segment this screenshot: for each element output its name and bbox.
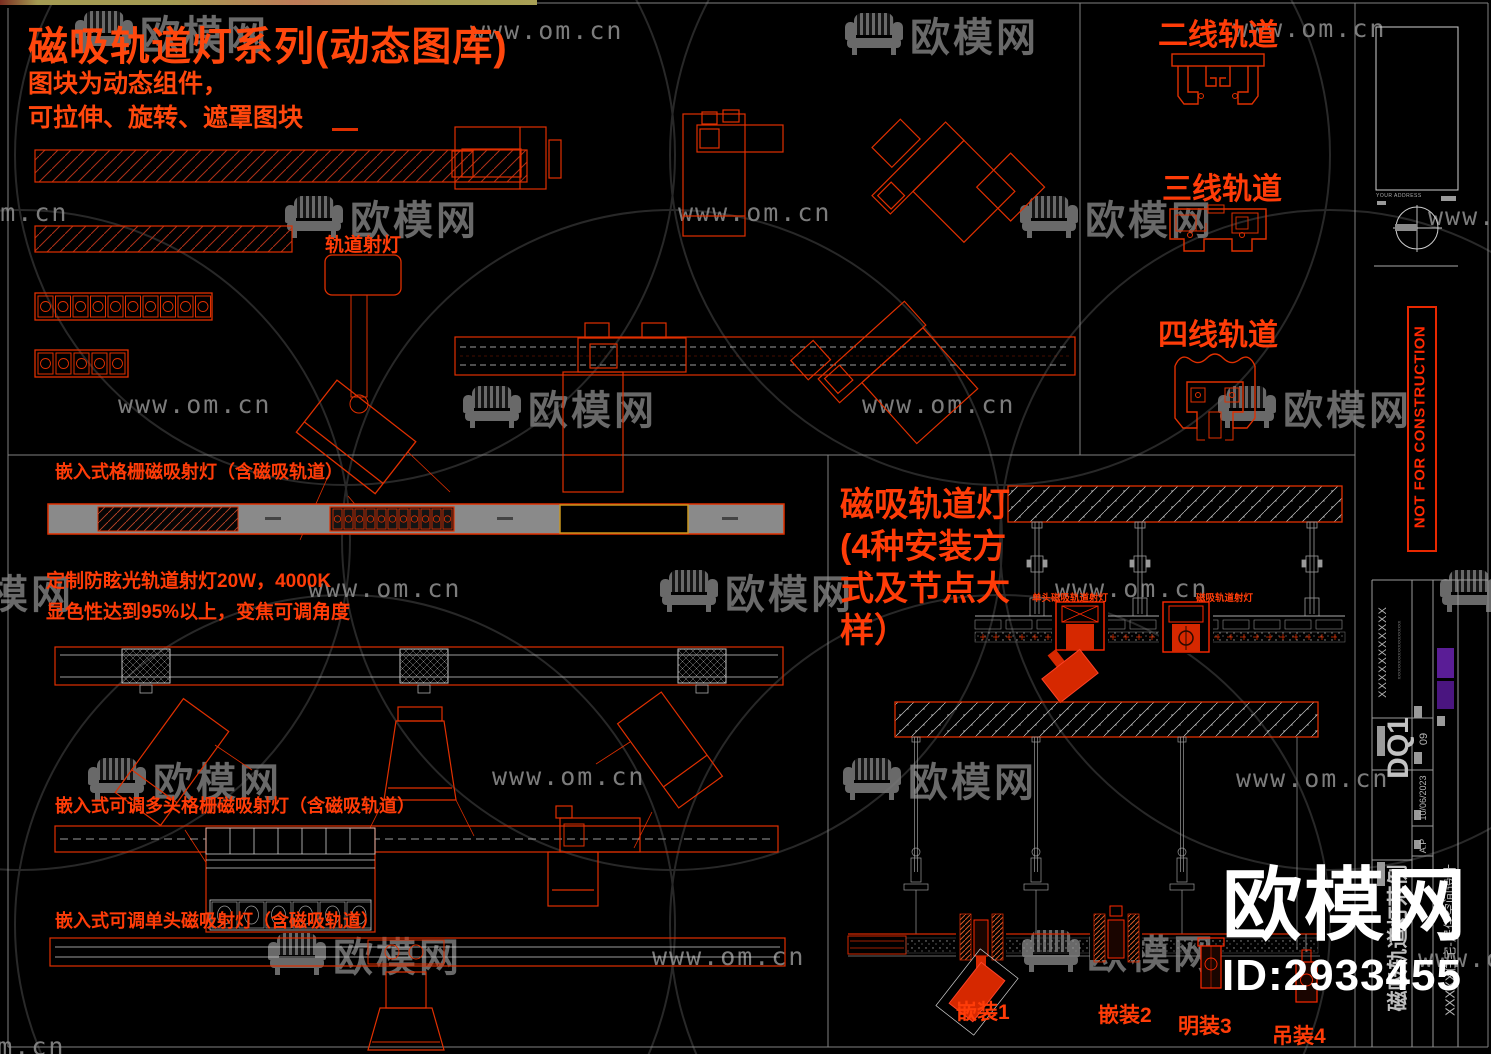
not-for-construction-text: NOT FOR CONSTRUCTION — [1411, 325, 1429, 529]
plan-block-rotated — [871, 118, 1046, 244]
item3-singlehead-drawing — [49, 937, 786, 1051]
watermark-brand-text: 欧模网 — [910, 16, 1039, 60]
om-logo-watermark: 欧模网 — [1440, 562, 1491, 620]
watermark-brand-large: 欧模网 — [1222, 861, 1468, 950]
cursor-mark — [332, 128, 358, 131]
watermark-brand-text: 欧模网 — [333, 936, 462, 980]
right-title-line4: 样） — [840, 612, 908, 650]
install-label-1: 嵌装1 — [956, 1001, 1010, 1024]
om-logo-watermark: 欧模网 — [463, 378, 657, 436]
watermark-url-text: www.om.cn — [1236, 764, 1390, 793]
detail1-label-right: 磁吸轨道射灯 — [1196, 593, 1254, 604]
detail1-label-left: 单头磁吸轨道射灯 — [1032, 593, 1109, 604]
two-wire-section-drawing — [1171, 53, 1265, 105]
sofa-icon — [463, 386, 521, 428]
om-logo-watermark: 欧模网 — [843, 750, 1037, 808]
install-label-3: 明装3 — [1178, 1015, 1232, 1038]
company-name-x: XXXXXXXXXXX — [1377, 606, 1389, 698]
item-track-three-lights-drawing — [54, 646, 784, 865]
sofa-icon — [1020, 196, 1078, 238]
sofa-icon — [268, 933, 326, 975]
subtitle-line2: 可拉伸、旋转、遮罩图块 — [28, 104, 304, 132]
two-wire-label: 二线轨道 — [1158, 19, 1278, 52]
logo-placeholder-box — [1375, 26, 1459, 191]
watermark-url-text: www.om.cn — [862, 390, 1016, 419]
plan-track-long — [454, 300, 1076, 493]
sofa-icon — [845, 13, 903, 55]
om-white-watermark: 欧模网 ID:2933455 — [1222, 866, 1468, 998]
install-label-2: 嵌装2 — [1098, 1004, 1152, 1027]
sofa-icon — [843, 758, 901, 800]
track-spotlight-label: 轨道射灯 — [325, 235, 402, 256]
four-wire-label: 四线轨道 — [1158, 319, 1278, 352]
watermark-id: ID:2933455 — [1222, 951, 1462, 1000]
north-compass-icon — [1393, 205, 1442, 252]
watermark-url-text: www.om.cn — [652, 942, 806, 971]
drawing-author: A.P — [1418, 838, 1428, 854]
om-logo-watermark: 欧模网 — [1218, 378, 1412, 436]
spec-line2: 显色性达到95%以上，变焦可调角度 — [46, 602, 351, 623]
track-spotlight-drawing — [295, 254, 451, 541]
item2-title: 嵌入式可调多头格栅磁吸射灯（含磁吸轨道） — [55, 796, 415, 816]
spec-line1: 定制防眩光轨道射灯20W，4000K — [46, 571, 332, 592]
watermark-url-text: www.om.cn — [1428, 202, 1491, 231]
om-logo-watermark: 欧模网 — [268, 925, 462, 983]
titleblock-top — [1374, 26, 1459, 267]
watermark-url-text: www.om.cn — [0, 1032, 66, 1054]
watermark-brand-text: 欧模网 — [1087, 933, 1216, 977]
three-wire-section-drawing — [1169, 204, 1267, 252]
om-logo-watermark: 欧模网 — [1022, 922, 1216, 980]
watermark-brand-text: 欧模网 — [528, 389, 657, 433]
three-wire-label: 三线轨道 — [1162, 173, 1282, 206]
grille-strip-5 — [34, 349, 129, 378]
watermark-url-text: www.om.cn — [678, 198, 832, 227]
four-wire-section-drawing — [1174, 353, 1256, 441]
item3-title: 嵌入式可调单头磁吸射灯（含磁吸轨道） — [55, 911, 379, 931]
watermark-brand-text: 欧模网 — [908, 761, 1037, 805]
address-placeholder: YOUR ADDRESS — [1376, 193, 1422, 199]
company-info-x: XXXXXXXXXXXXXXXXXXXXXX — [1396, 620, 1402, 680]
item1-track-bar-drawing — [47, 503, 785, 535]
om-logo-watermark: 欧模网 — [845, 5, 1039, 63]
plan-block-horizontal — [451, 126, 562, 190]
subtitle-line1: 图块为动态组件， — [28, 70, 229, 98]
item1-title: 嵌入式格栅磁吸射灯（含磁吸轨道） — [55, 462, 343, 482]
sofa-icon — [1022, 930, 1080, 972]
watermark-url-text: www.om.cn — [118, 390, 272, 419]
watermark-brand-text: 欧模网 — [1283, 389, 1412, 433]
watermark-brand-text: 欧模网 — [725, 573, 854, 617]
watermark-url-text: www.om.cn — [0, 198, 69, 227]
watermark-url-text: www.om.cn — [492, 762, 646, 791]
plan-block-vertical — [682, 109, 784, 237]
drawing-number: DQ1 — [1382, 717, 1415, 779]
sofa-icon — [660, 570, 718, 612]
sofa-icon — [1440, 570, 1491, 612]
install-detail-1-drawing — [974, 485, 1346, 704]
top-edge-strip — [0, 0, 537, 5]
install-label-4: 吊装4 — [1272, 1025, 1326, 1048]
grille-strip-10 — [34, 292, 213, 321]
track-bar-hatched — [34, 149, 528, 253]
sofa-icon — [1218, 386, 1276, 428]
sheet-number: 09 — [1418, 732, 1430, 746]
drawing-date: 10/06/2023 — [1418, 775, 1428, 821]
om-logo-watermark: 欧模网 — [660, 562, 854, 620]
